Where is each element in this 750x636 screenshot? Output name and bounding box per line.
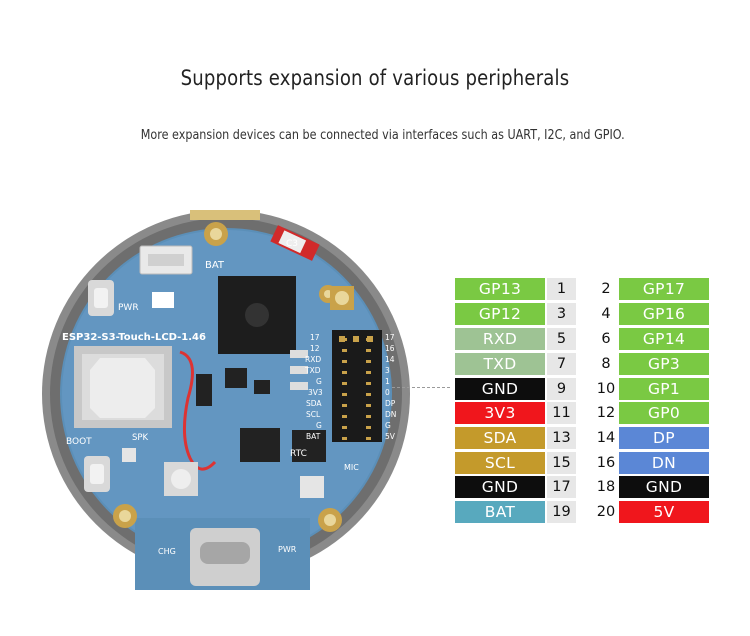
hdr-left-3: TXD xyxy=(304,366,321,375)
pin-label-left: SDA xyxy=(455,427,545,449)
hdr-right-5: 0 xyxy=(385,388,390,397)
pin-number-right: 4 xyxy=(601,306,611,322)
pin-label-left: BAT xyxy=(455,501,545,523)
pin-number-right: 18 xyxy=(596,479,616,495)
pin-label-right: GP3 xyxy=(619,353,709,375)
hdr-right-3: 3 xyxy=(385,366,390,375)
board-brand-text: ESP32-S3-Touch-LCD-1.46 xyxy=(62,332,206,343)
pin-number-left: 17 xyxy=(547,476,576,498)
pin-number-right: 14 xyxy=(596,430,616,446)
pin-number-left: 9 xyxy=(547,378,576,400)
pin-label-right: DP xyxy=(619,427,709,449)
pin-label-left: GND xyxy=(455,476,545,498)
hdr-right-8: G xyxy=(385,421,391,430)
pin-label-right: GP0 xyxy=(619,402,709,424)
pin-number-right: 8 xyxy=(601,356,611,372)
pin-number-left: 13 xyxy=(547,427,576,449)
pin-label-left: SCL xyxy=(455,452,545,474)
hdr-right-2: 14 xyxy=(385,355,395,364)
hdr-left-1: 12 xyxy=(310,344,320,353)
pin-label-right: GP16 xyxy=(619,303,709,325)
hdr-right-1: 16 xyxy=(385,344,395,353)
pin-label-left: RXD xyxy=(455,328,545,350)
mic-label: MIC xyxy=(344,463,359,472)
pin-label-left: TXD xyxy=(455,353,545,375)
hdr-right-9: 5V xyxy=(385,432,396,441)
hdr-left-4: G xyxy=(316,377,322,386)
pin-number-right: 16 xyxy=(596,455,616,471)
hdr-left-8: G xyxy=(316,421,322,430)
page-subtitle: More expansion devices can be connected … xyxy=(140,128,625,143)
pin-number-left: 19 xyxy=(547,501,576,523)
pin-number-right: 6 xyxy=(601,331,611,347)
pin-label-right: GP14 xyxy=(619,328,709,350)
hdr-left-9: BAT xyxy=(306,432,321,441)
pin-number-right: 12 xyxy=(596,405,616,421)
pin-label-left: GP12 xyxy=(455,303,545,325)
pin-label-right: GP1 xyxy=(619,378,709,400)
pwr-led-label: PWR xyxy=(278,545,297,554)
pin-number-right: 2 xyxy=(601,281,611,297)
hdr-left-6: SDA xyxy=(306,399,322,408)
hdr-left-2: RXD xyxy=(305,355,321,364)
hdr-right-6: DP xyxy=(385,399,396,408)
boot-label: BOOT xyxy=(66,437,92,447)
pin-number-left: 15 xyxy=(547,452,576,474)
pin-number-left: 5 xyxy=(547,328,576,350)
spk-label: SPK xyxy=(132,433,149,443)
hdr-left-5: 3V3 xyxy=(308,388,323,397)
dashed-leader-line xyxy=(392,387,450,388)
hdr-right-7: DN xyxy=(385,410,396,419)
esp32-board-image: C3 BAT PWR ESP32-S3-Touch-LCD-1.46 xyxy=(40,198,412,590)
c3-label: C3 xyxy=(286,239,298,249)
pin-number-left: 11 xyxy=(547,402,576,424)
page-title: Supports expansion of various peripheral… xyxy=(180,66,570,90)
pin-number-left: 1 xyxy=(547,278,576,300)
pin-label-right: GND xyxy=(619,476,709,498)
hdr-left-0: 17 xyxy=(310,333,320,342)
pin-number-left: 7 xyxy=(547,353,576,375)
pin-number-right: 20 xyxy=(596,504,616,520)
pwr-label: PWR xyxy=(118,303,139,313)
rtc-label: RTC xyxy=(290,449,307,459)
pin-label-right: 5V xyxy=(619,501,709,523)
pin-label-right: DN xyxy=(619,452,709,474)
hdr-left-7: SCL xyxy=(306,410,321,419)
hdr-right-4: 1 xyxy=(385,377,390,386)
pin-label-left: 3V3 xyxy=(455,402,545,424)
pin-label-left: GP13 xyxy=(455,278,545,300)
pin-number-right: 10 xyxy=(596,381,616,397)
pin-number-left: 3 xyxy=(547,303,576,325)
hdr-right-0: 17 xyxy=(385,333,395,342)
bat-label: BAT xyxy=(205,260,225,271)
chg-label: CHG xyxy=(158,547,176,556)
pin-label-left: GND xyxy=(455,378,545,400)
pin-label-right: GP17 xyxy=(619,278,709,300)
